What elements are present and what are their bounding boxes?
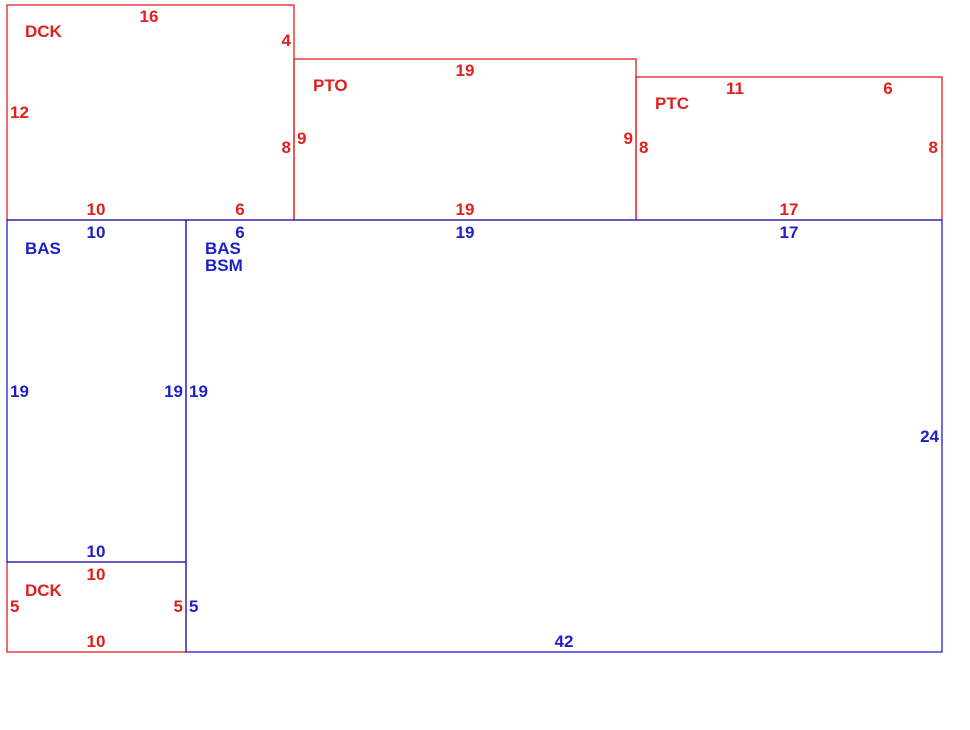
area-code: DCK xyxy=(25,22,63,41)
dimension-label: 10 xyxy=(87,223,106,242)
dimension-label: 19 xyxy=(164,382,183,401)
area-porch-open: PTO 19 9 9 19 xyxy=(297,61,633,219)
dimension-label: 10 xyxy=(87,200,106,219)
dimension-label: 24 xyxy=(920,427,939,446)
area-deck-top: DCK 16 4 8 12 10 6 xyxy=(10,7,292,219)
area-base-basement: BAS BSM 6 19 17 19 5 24 42 xyxy=(189,223,940,651)
dimension-label: 19 xyxy=(456,223,475,242)
dimension-label: 5 xyxy=(189,597,198,616)
dimension-label: 10 xyxy=(87,565,106,584)
area-code: BAS xyxy=(205,239,241,258)
dimension-label: 10 xyxy=(87,542,106,561)
base-basement-outline xyxy=(185,219,943,653)
area-code-secondary: BSM xyxy=(205,256,243,275)
dimension-label: 8 xyxy=(929,138,938,157)
dimension-label: 9 xyxy=(624,129,633,148)
area-code: BAS xyxy=(25,239,61,258)
area-porch-closed: PTC 11 6 8 8 17 xyxy=(639,79,938,219)
dimension-label: 17 xyxy=(780,223,799,242)
dimension-label: 4 xyxy=(282,31,292,50)
dimension-label: 9 xyxy=(297,129,306,148)
area-code: DCK xyxy=(25,581,63,600)
dimension-label: 16 xyxy=(140,7,159,26)
dimension-label: 17 xyxy=(780,200,799,219)
dimension-label: 19 xyxy=(10,382,29,401)
dimension-label: 10 xyxy=(87,632,106,651)
dimension-label: 12 xyxy=(10,103,29,122)
dimension-label: 19 xyxy=(456,61,475,80)
area-deck-bottom: DCK 10 5 5 10 xyxy=(10,565,183,651)
base-left-outline xyxy=(6,219,187,563)
area-code: PTO xyxy=(313,76,348,95)
dimension-label: 6 xyxy=(883,79,892,98)
dimension-label: 11 xyxy=(726,79,744,98)
dimension-label: 8 xyxy=(639,138,648,157)
area-base-left: BAS 10 19 19 10 xyxy=(10,223,183,561)
dimension-label: 8 xyxy=(282,138,291,157)
dimension-label: 5 xyxy=(10,597,19,616)
dimension-label: 19 xyxy=(189,382,208,401)
exterior-outlines xyxy=(6,4,943,653)
main-area-outlines xyxy=(6,219,943,653)
dimension-label: 42 xyxy=(555,632,574,651)
dimension-label: 6 xyxy=(235,223,244,242)
dimension-label: 19 xyxy=(456,200,475,219)
dimension-label: 6 xyxy=(235,200,244,219)
area-code: PTC xyxy=(655,94,689,113)
dimension-label: 5 xyxy=(174,597,183,616)
